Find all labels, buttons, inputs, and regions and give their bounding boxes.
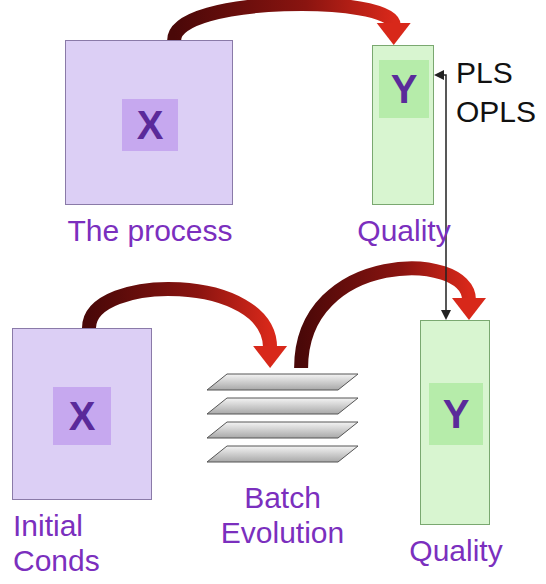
batch-plate [207, 374, 358, 390]
variable-letter: X [137, 105, 164, 145]
connector [434, 70, 451, 320]
variable-letter: X [69, 396, 96, 436]
arrow-head [441, 310, 451, 320]
node-caption: The process [40, 214, 260, 249]
node-caption: Initial Conds [13, 509, 163, 578]
batch-plate [207, 398, 358, 414]
variable-box: X [122, 99, 178, 151]
initial-conditions-box: Initial CondsX [12, 328, 152, 500]
link-line [442, 75, 446, 312]
variable-box: X [53, 387, 111, 445]
quality-box: QualityY [372, 45, 434, 205]
batch-plate [207, 422, 358, 438]
flow-arrow [174, 4, 394, 40]
node-caption: Quality [339, 214, 469, 249]
batch-plate [207, 446, 358, 462]
arrow-head [377, 23, 411, 45]
quality-box: QualityY [420, 320, 490, 525]
node-caption: Quality [391, 534, 521, 569]
method-label: PLS OPLS [454, 53, 542, 131]
connector [174, 4, 411, 45]
arrow-head [434, 70, 444, 80]
response-box: Y [379, 60, 429, 118]
variable-letter: Y [391, 69, 418, 109]
arrow-head [452, 298, 486, 320]
response-box: Y [429, 383, 483, 445]
variable-letter: Y [443, 394, 470, 434]
batch-stack: Batch Evolution [205, 368, 360, 473]
process-box: The processX [65, 40, 233, 205]
plate-stack [205, 368, 360, 473]
node-caption: Batch Evolution [193, 481, 373, 550]
arrow-head [253, 346, 287, 368]
